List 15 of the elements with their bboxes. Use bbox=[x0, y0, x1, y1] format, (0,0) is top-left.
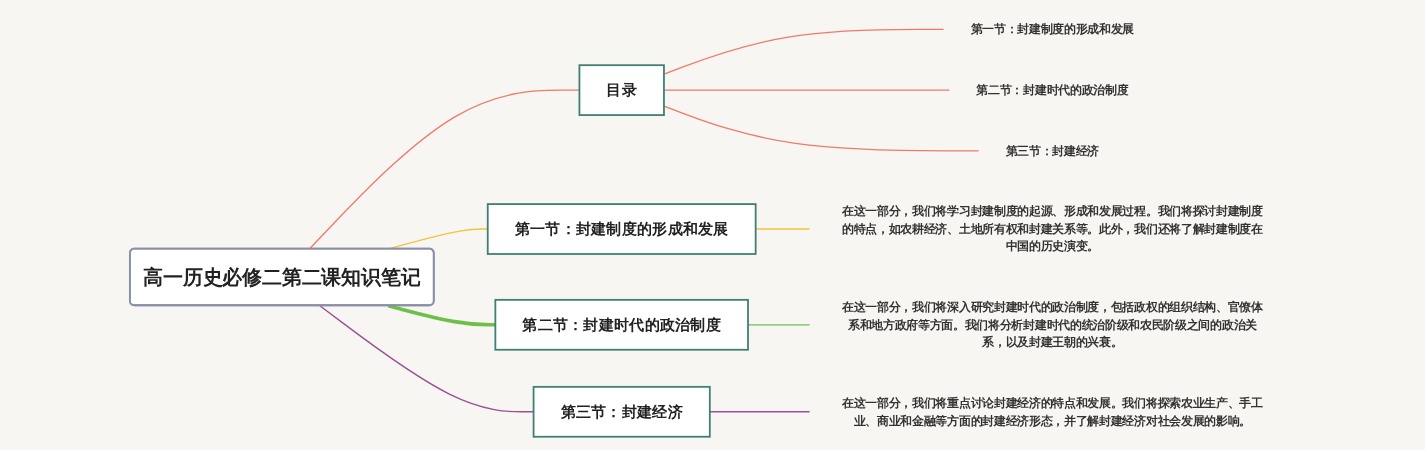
connector bbox=[663, 28, 945, 75]
node-text: 在这一部分，我们将重点讨论封建经济的特点和发展。我们将探索农业生产、手工业、商业和金融等方面的封建经济形态，并了解封建经济对社会发展的影响。 bbox=[841, 396, 1263, 428]
node-box: 第一节：封建制度的形成和发展 bbox=[486, 203, 757, 255]
connector bbox=[755, 228, 811, 230]
node-text: 在这一部分，我们将学习封建制度的起源、形成和发展过程。我们将探讨封建制度的特点，如农耕经济、土地所有权和封建关系等。此外，我们还将了解封建制度在中国的历史演变。 bbox=[841, 204, 1263, 254]
node-box: 第三节：封建经济 bbox=[532, 385, 711, 438]
connector bbox=[663, 105, 980, 152]
node-text: 在这一部分，我们将深入研究封建时代的政治制度，包括政权的组织结构、官僚体系和地方政府等方面。我们将分析封建时代的统治阶级和农民阶级之间的政治关系，以及封建王朝的兴衰。 bbox=[841, 300, 1263, 349]
node-box: 第二节：封建时代的政治制度 bbox=[494, 298, 749, 351]
node-text: 第二节：封建时代的政治制度 bbox=[976, 83, 1129, 97]
connector bbox=[709, 411, 811, 413]
node-box: 目录 bbox=[578, 64, 665, 116]
node-text: 第一节：封建制度的形成和发展 bbox=[970, 22, 1135, 36]
connector bbox=[663, 89, 951, 91]
node-text: 第三节：封建经济 bbox=[1005, 143, 1100, 158]
